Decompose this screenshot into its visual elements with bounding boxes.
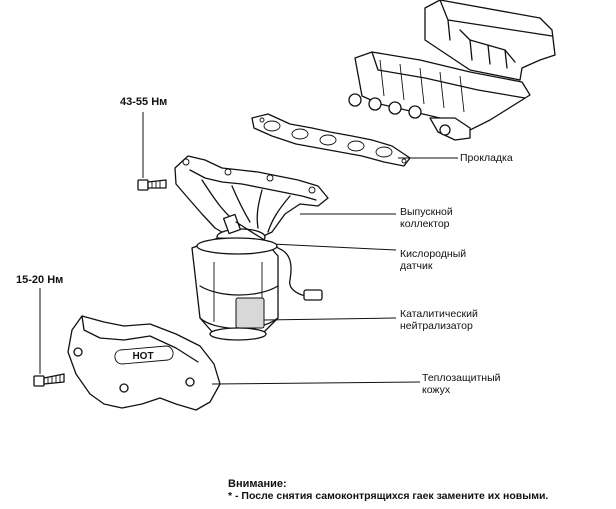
catalytic-converter-leader <box>263 317 397 321</box>
heat-shield-bolt <box>33 373 65 387</box>
heat-shield-marking: HOT <box>132 351 153 362</box>
lower-torque-label: 15-20 Нм <box>16 274 64 286</box>
manifold-gasket <box>251 113 411 167</box>
heat-shield-label-line1: Теплозащитный <box>422 372 501 384</box>
exhaust-manifold-label-line1: Выпускной <box>400 206 453 218</box>
catalytic-converter <box>191 237 279 341</box>
manifold-bolt <box>137 179 167 191</box>
upper-torque-label: 43-55 Нм <box>120 96 168 108</box>
heat-shield-label-line2: кожух <box>422 384 451 396</box>
catalytic-converter-label-line1: Каталитический <box>400 308 478 320</box>
oxygen-sensor-leader <box>271 243 397 251</box>
note-text: * - После снятия самоконтрящихся гаек за… <box>228 490 549 502</box>
heat-shield-leader <box>211 381 421 385</box>
oxygen-sensor-label-line1: Кислородный <box>400 248 467 260</box>
oxygen-sensor <box>222 213 323 301</box>
exhaust-manifold-label-line2: коллектор <box>400 218 450 230</box>
gasket-label: Прокладка <box>460 152 513 164</box>
heat-shield <box>67 315 221 411</box>
oxygen-sensor-label-line2: датчик <box>400 260 433 272</box>
catalytic-converter-label-line2: нейтрализатор <box>400 320 473 332</box>
note-title: Внимание: <box>228 478 287 490</box>
engine-intake-block <box>348 0 556 141</box>
